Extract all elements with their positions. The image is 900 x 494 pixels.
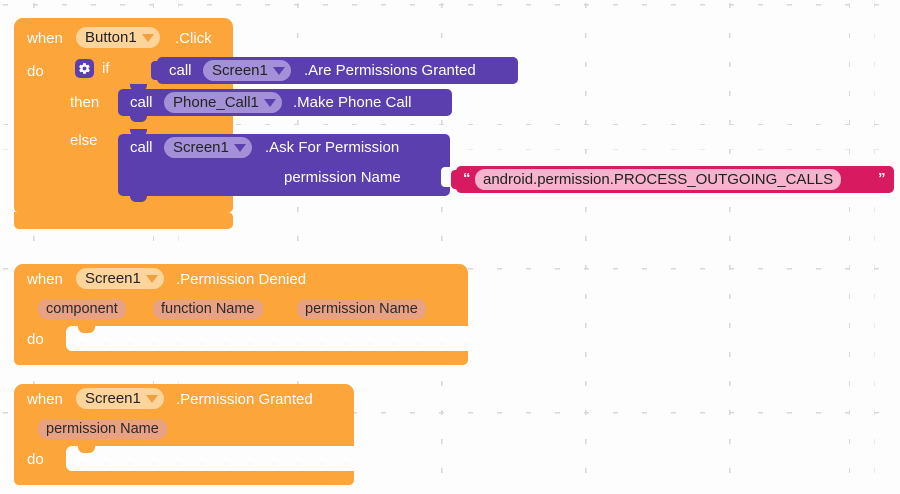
component-dropdown-screen1-granted[interactable]: Screen1 [76,388,164,409]
chevron-down-icon [145,274,158,283]
argument-label-permission-name: permission Name [284,169,401,186]
when-label: when [27,271,63,288]
permission-name-socket[interactable] [441,167,450,187]
when-label: when [27,391,63,408]
do-label: do [27,331,44,348]
if-block-bottom-notch [76,211,93,217]
else-label: else [70,132,98,149]
value-plug [451,170,460,189]
component-name: Screen1 [212,62,268,79]
method-name-label: .Are Permissions Granted [304,62,476,79]
component-name: Phone_Call1 [173,94,259,111]
close-quote: ” [878,170,886,187]
text-block-permission-string[interactable]: “ android.permission.PROCESS_OUTGOING_CA… [450,166,894,193]
do-slot[interactable] [66,326,468,351]
block-screen1-permission-granted[interactable]: when Screen1 .Permission Granted permiss… [14,384,374,489]
event-name-label: .Permission Granted [176,391,313,408]
when-label: when [27,30,63,47]
gear-icon[interactable] [75,59,94,78]
if-condition-socket[interactable] [115,58,124,78]
call-label: call [130,139,153,156]
parameter-component[interactable]: component [38,299,126,319]
chevron-down-icon [145,394,158,403]
chevron-down-icon [272,66,285,75]
open-quote: “ [463,170,471,187]
parameter-permission-name[interactable]: permission Name [297,299,426,319]
chevron-down-icon [233,143,246,152]
if-block-top-notch [76,54,93,61]
component-dropdown-phone-call1[interactable]: Phone_Call1 [164,92,282,113]
event-block-foot[interactable] [14,212,233,229]
statement-bottom-notch [130,196,147,202]
call-make-phone-call[interactable]: call Phone_Call1 .Make Phone Call [118,84,452,122]
component-name: Screen1 [173,139,229,156]
event-name-label: .Click [175,30,212,47]
chevron-down-icon [141,33,154,42]
event-block-foot[interactable] [14,470,354,485]
statement-bottom-notch [130,116,147,122]
text-value-field[interactable]: android.permission.PROCESS_OUTGOING_CALL… [475,169,842,190]
chevron-down-icon [263,98,276,107]
parameter-function-name[interactable]: function Name [153,299,263,319]
do-slot-notch [78,446,95,453]
then-label: then [70,94,100,111]
component-name: Screen1 [85,270,141,287]
parameter-permission-name[interactable]: permission Name [38,419,167,439]
do-label: do [27,451,44,468]
do-slot[interactable] [66,446,354,471]
component-dropdown-button1[interactable]: Button1 [76,27,160,48]
call-ask-for-permission[interactable]: call Screen1 .Ask For Permission permiss… [118,129,450,202]
do-label: do [27,63,44,80]
component-name: Screen1 [85,390,141,407]
call-are-permissions-granted[interactable]: call Screen1 .Are Permissions Granted [151,57,518,84]
method-name-label: .Ask For Permission [265,139,400,156]
call-label: call [130,94,153,111]
if-label: if [102,60,110,77]
do-slot-notch [78,326,95,333]
call-label: call [169,62,192,79]
event-name-label: .Permission Denied [176,271,307,288]
statement-top-notch [130,84,147,91]
component-dropdown-screen1-ask[interactable]: Screen1 [164,137,252,158]
value-plug [151,61,160,80]
component-dropdown-screen1-denied[interactable]: Screen1 [76,268,164,289]
block-screen1-permission-denied[interactable]: when Screen1 .Permission Denied componen… [14,264,474,369]
statement-top-notch [130,129,147,136]
component-dropdown-screen1-condition[interactable]: Screen1 [203,60,291,81]
event-block-foot[interactable] [14,350,468,365]
method-name-label: .Make Phone Call [293,94,412,111]
component-name: Button1 [85,29,137,46]
